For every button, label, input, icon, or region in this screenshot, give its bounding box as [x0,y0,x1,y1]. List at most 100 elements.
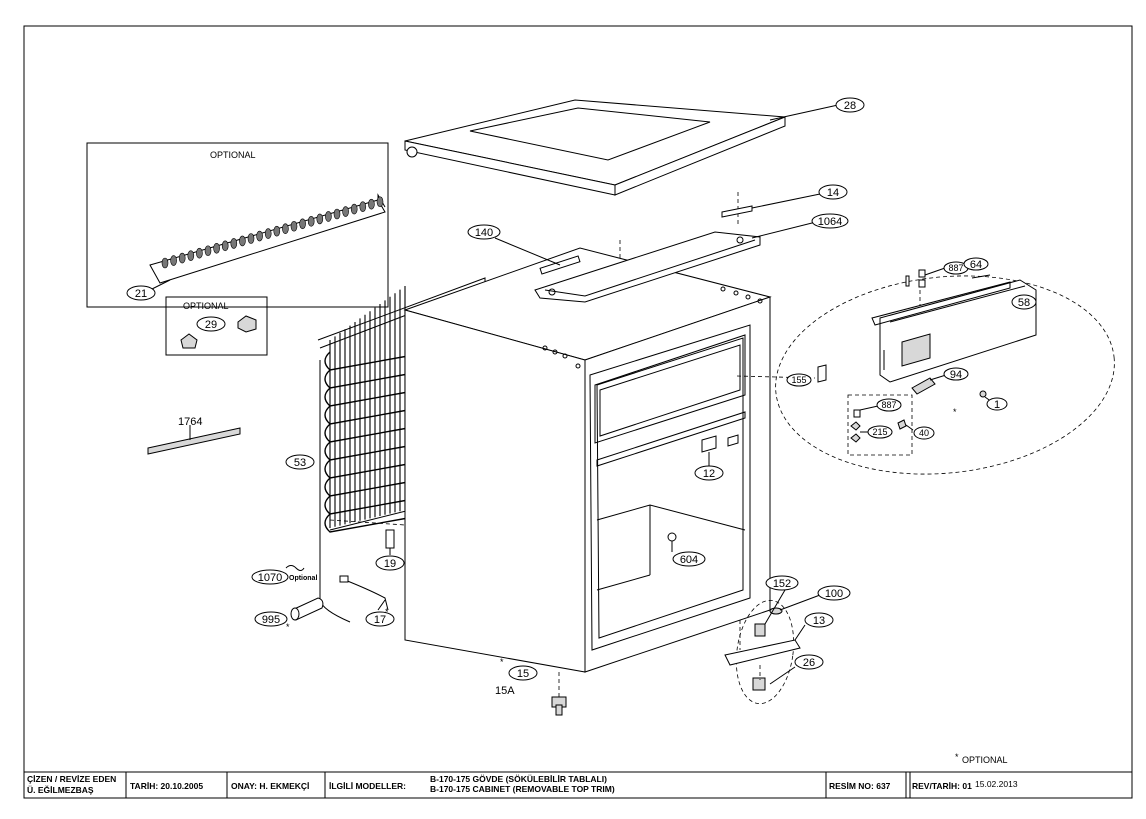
callout-12: 12 [694,465,724,481]
grille-slot [161,257,169,269]
grille-slot [213,243,220,254]
door-seal-887-part [905,269,926,288]
callout-19: 19 [375,555,405,571]
optional-star-995: * [286,622,290,632]
grille-slot [376,196,384,208]
svg-text:40: 40 [919,428,929,438]
grille-slot [187,250,195,261]
callout-215: 215 [867,425,893,439]
catch-604-part [667,532,677,552]
condenser-coil-part [317,277,486,623]
grille-slot [239,235,246,247]
callout-887-top: 887 [943,261,969,275]
hinge-bracket-part [534,231,761,303]
date-field: TARİH: 20.10.2005 [130,781,203,791]
optional-knob-box [165,296,268,356]
grille-slot [273,225,281,237]
svg-text:604: 604 [680,554,698,566]
thermostat-19-part [385,529,395,549]
clip-1070-part [285,565,305,571]
cable-17-part [339,575,389,611]
callout-604: 604 [672,551,706,567]
foot-screw-part [551,696,567,716]
callout-1070: 1070 [251,569,289,585]
grille-slot [282,223,289,234]
svg-text:53: 53 [294,457,306,469]
callout-13: 13 [804,612,834,628]
svg-text:1070: 1070 [258,572,282,584]
svg-text:100: 100 [825,588,843,600]
knob-part [180,315,257,349]
svg-text:995: 995 [262,614,280,626]
callout-53: 53 [285,454,315,470]
svg-text:140: 140 [475,227,493,239]
grille-part [149,193,386,284]
callout-94: 94 [943,367,969,381]
svg-text:94: 94 [950,369,962,381]
optional-legend-text: OPTIONAL [962,755,1008,765]
grille-slot [350,203,358,215]
grille-slot [178,252,186,264]
grille-slot [264,228,272,239]
door-stop-155-part [817,364,827,383]
svg-text:155: 155 [791,375,806,385]
svg-text:13: 13 [813,615,825,627]
grille-slot [342,206,349,217]
callout-28: 28 [835,97,865,113]
grille-slot [230,238,238,249]
callout-140: 140 [467,224,501,240]
svg-text:1: 1 [994,399,1000,411]
grille-slot [204,245,212,257]
grille-slot [307,216,315,227]
callout-29: 29 [196,316,226,332]
svg-text:15: 15 [517,668,529,680]
svg-text:19: 19 [384,558,396,570]
optional-label-1070: Optional [289,575,317,582]
callout-15a: 15A [495,685,515,697]
callout-1064: 1064 [811,213,849,229]
grille-slot [316,213,324,225]
grille-slot [247,233,255,244]
callout-17: 17 [365,611,395,627]
approval-field: ONAY: H. EKMEKÇİ [231,781,309,791]
svg-text:14: 14 [827,187,839,199]
svg-text:26: 26 [803,657,815,669]
seal-strip-part [147,427,241,455]
svg-text:28: 28 [844,100,856,112]
optional-star-door: * [953,407,957,417]
grille-slot [368,198,375,210]
grille-slot [170,255,177,266]
optional-star-15: * [500,657,504,667]
svg-text:152: 152 [773,578,791,590]
grille-slot [325,211,332,222]
cabinet-body [403,247,772,673]
top-panel-part [404,99,786,196]
screw-1-part [979,390,987,398]
model-line-2: B-170-175 CABINET (REMOVABLE TOP TRIM) [430,784,615,794]
handle-94-part [911,377,936,395]
grille-slot [359,201,367,212]
drawing-number: RESİM NO: 637 [829,781,891,791]
callout-26: 26 [794,654,824,670]
bottom-hinge-part [724,607,801,691]
callout-152: 152 [765,575,799,591]
callout-887-kit: 887 [876,398,902,412]
grille-slot [221,240,229,252]
revision-field: REV/TARİH: 01 [912,781,972,791]
related-models-label: İLGİLİ MODELLER: [329,781,406,791]
svg-text:887: 887 [881,400,896,410]
capacitor-995-part [290,597,324,621]
grille-slot [333,208,341,220]
svg-text:29: 29 [205,319,217,331]
grille-slot [290,220,298,232]
grille-slot [196,247,203,259]
hinge-kit-parts [850,409,907,443]
grille-slot [256,230,263,242]
model-line-1: B-170-175 GÖVDE (SÖKÜLEBİLİR TABLALI) [430,774,607,784]
callout-15: 15 [508,665,538,681]
drawn-by-name: Ü. EĞİLMEZBAŞ [27,784,94,795]
callout-155: 155 [786,373,812,387]
optional-grille-box [86,142,389,308]
callout-40: 40 [913,426,935,440]
